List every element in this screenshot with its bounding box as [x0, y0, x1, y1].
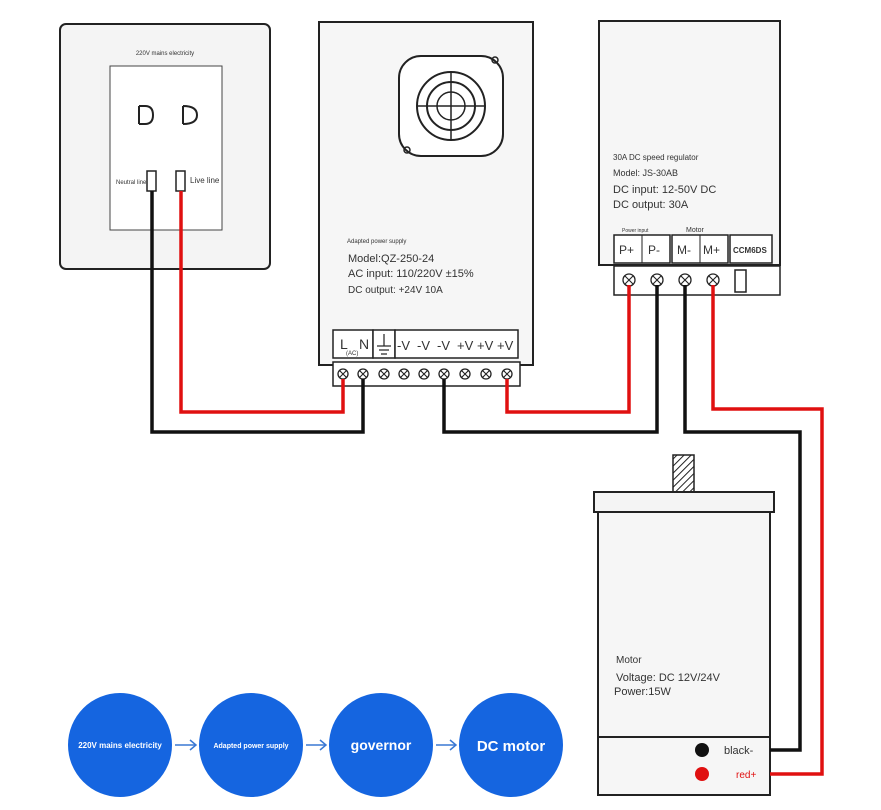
terminal-pos-v-3: +V — [497, 338, 514, 353]
screw-neg-v-1 — [398, 368, 410, 380]
terminal-m-minus: M- — [677, 243, 691, 257]
regulator-model: Model: JS-30AB — [613, 168, 678, 178]
live-slot — [175, 170, 186, 192]
regulator-switch — [734, 269, 747, 293]
motor-voltage: Voltage: DC 12V/24V — [616, 672, 721, 684]
wire-pos-v-red — [505, 285, 631, 414]
socket-upper-right-hole-icon — [182, 105, 199, 125]
regulator-dc-input: DC input: 12-50V DC — [613, 184, 716, 196]
motor-shaft — [672, 454, 695, 494]
power-supply-title: Adapted power supply — [347, 239, 406, 245]
screw-pos-v-3 — [501, 368, 513, 380]
terminal-neg-v-3: -V — [437, 338, 450, 353]
ground-icon — [377, 334, 391, 355]
wires — [150, 191, 824, 776]
flow-step-mains: 220V mains electricity — [68, 693, 172, 797]
flow-step-4-label: DC motor — [477, 738, 545, 755]
regulator-screw-terminals — [613, 265, 781, 296]
screw-neg-v-3 — [438, 368, 450, 380]
flow-step-3-label: governor — [351, 737, 412, 753]
terminal-p-minus: P- — [648, 243, 660, 257]
terminal-ac-label: (AC) — [346, 351, 358, 357]
socket-upper-left-hole-icon — [138, 105, 155, 125]
flow-sequence: 220V mains electricity Adapted power sup… — [68, 693, 563, 797]
flow-step-power-supply: Adapted power supply — [199, 693, 303, 797]
fan-icon — [398, 55, 504, 157]
motor-black-label: black- — [724, 745, 754, 757]
speed-regulator: 30A DC speed regulator Model: JS-30AB DC… — [598, 20, 781, 296]
screw-m-minus — [678, 273, 692, 287]
terminal-l-label: L — [340, 336, 348, 352]
motor-red-terminal — [695, 767, 709, 781]
power-supply-dc-output: DC output: +24V 10A — [348, 285, 443, 296]
screw-pos-v-2 — [480, 368, 492, 380]
flow-step-2-label: Adapted power supply — [213, 743, 288, 750]
flow-arrow-2-icon — [306, 739, 328, 751]
power-supply-model: Model:QZ-250-24 — [348, 253, 434, 265]
flow-step-1-label: 220V mains electricity — [78, 741, 162, 750]
wall-socket: 220V mains electricity Neutral line Live… — [59, 23, 271, 270]
terminal-neg-v-2: -V — [417, 338, 430, 353]
wire-live-red — [179, 191, 345, 414]
socket-title: 220V mains electricity — [136, 51, 194, 57]
screw-pos-v-1 — [459, 368, 471, 380]
screw-p-minus — [650, 273, 664, 287]
flow-step-governor: governor — [329, 693, 433, 797]
motor-black-terminal — [695, 743, 709, 757]
terminal-m-plus: M+ — [703, 243, 720, 257]
terminal-pos-v-2: +V — [477, 338, 494, 353]
terminal-neg-v-1: -V — [397, 338, 410, 353]
screw-neg-v-2 — [418, 368, 430, 380]
regulator-terminal-labels: P+ P- M- M+ CCM6DS — [613, 234, 773, 264]
screw-m-plus — [706, 273, 720, 287]
flow-arrow-1-icon — [175, 739, 198, 751]
screw-ground — [378, 368, 390, 380]
dc-motor: Motor Voltage: DC 12V/24V Power:15W blac… — [593, 454, 775, 796]
motor-terminal-label: Motor — [686, 227, 705, 234]
regulator-badge: CCM6DS — [733, 246, 767, 255]
neutral-line-label: Neutral line — [116, 180, 147, 186]
terminal-p-plus: P+ — [619, 243, 634, 257]
power-supply-terminal-labels: L (AC) N -V -V -V +V +V +V — [332, 329, 519, 359]
wire-neutral-black — [150, 191, 365, 434]
regulator-title: 30A DC speed regulator — [613, 153, 699, 162]
flow-step-dc-motor: DC motor — [459, 693, 563, 797]
motor-red-label: red+ — [736, 770, 756, 781]
terminal-n-label: N — [359, 336, 369, 352]
wire-m-plus-red — [711, 285, 824, 776]
live-line-label: Live line — [190, 176, 220, 185]
neutral-slot — [146, 170, 157, 192]
screw-l — [337, 368, 349, 380]
motor-title: Motor — [616, 655, 642, 666]
power-supply-ac-input: AC input: 110/220V ±15% — [348, 268, 474, 280]
power-input-label: Power input — [622, 228, 649, 234]
wire-m-minus-black — [683, 285, 802, 752]
screw-n — [357, 368, 369, 380]
screw-p-plus — [622, 273, 636, 287]
power-supply: Adapted power supply Model:QZ-250-24 AC … — [318, 21, 534, 387]
flow-arrow-3-icon — [436, 739, 458, 751]
power-supply-screw-terminals — [332, 361, 521, 387]
terminal-pos-v-1: +V — [457, 338, 474, 353]
wire-neg-v-black — [442, 285, 659, 434]
motor-power: Power:15W — [614, 686, 671, 698]
regulator-dc-output: DC output: 30A — [613, 199, 689, 211]
